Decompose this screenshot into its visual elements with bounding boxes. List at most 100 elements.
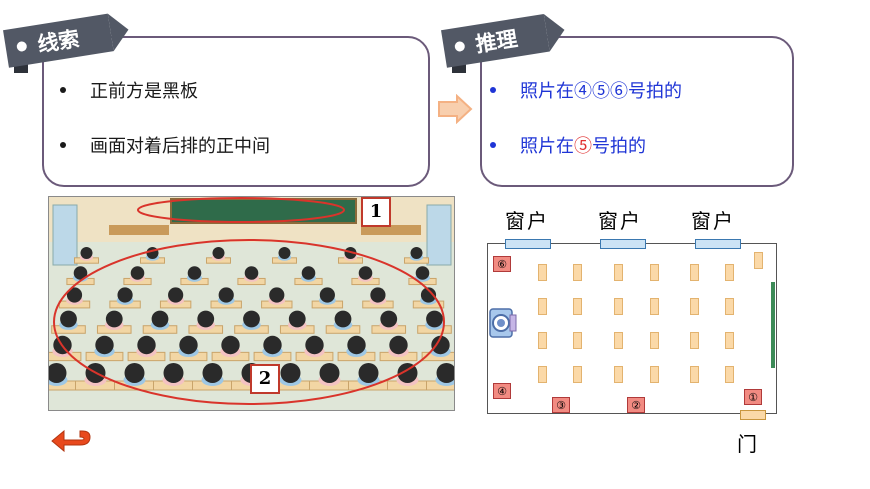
- desk: [573, 298, 582, 315]
- position-4: ④: [493, 383, 511, 399]
- student-head: [397, 363, 418, 383]
- window-label: 窗户: [598, 209, 642, 233]
- desk: [614, 366, 623, 383]
- student-head: [319, 363, 340, 383]
- position-3: ③: [552, 397, 570, 413]
- student-head: [124, 363, 145, 383]
- student-head: [344, 247, 357, 259]
- student-head: [319, 287, 335, 303]
- right-arrow-icon: [438, 94, 473, 124]
- student-head: [197, 310, 215, 328]
- door: [740, 410, 766, 420]
- student-head: [202, 363, 223, 383]
- position-6: ⑥: [493, 256, 511, 272]
- student-head: [95, 335, 114, 355]
- student-head: [278, 247, 291, 259]
- student-head: [431, 335, 450, 355]
- desk: [690, 366, 699, 383]
- reason-item: 照片在④⑤⑥号拍的: [490, 77, 682, 103]
- student-head: [420, 287, 437, 303]
- student-head: [389, 335, 408, 355]
- student-head: [146, 247, 159, 259]
- desk: [650, 298, 659, 315]
- clue-text: 画面对着后排的正中间: [90, 136, 270, 157]
- label-2: 2: [250, 364, 280, 394]
- student-head: [60, 310, 77, 328]
- student-head: [221, 335, 240, 355]
- desk: [690, 332, 699, 349]
- student-head: [288, 310, 306, 328]
- tag-fold: [14, 64, 28, 73]
- student-head: [370, 287, 386, 303]
- window: [600, 239, 646, 249]
- student-head: [280, 363, 301, 383]
- student-head: [218, 287, 234, 303]
- student-head: [243, 310, 260, 328]
- student-head: [269, 287, 285, 303]
- desk: [690, 298, 699, 315]
- clues-panel: [42, 36, 430, 187]
- bullet-dot-icon: [60, 87, 66, 93]
- tag-dot-icon: [454, 40, 466, 53]
- teacher-desk: [754, 252, 763, 269]
- desk: [538, 264, 547, 281]
- student-head: [73, 266, 88, 280]
- student-head: [137, 335, 156, 355]
- student-head: [168, 287, 184, 303]
- window: [505, 239, 551, 249]
- student-head: [334, 310, 352, 328]
- student-head: [130, 266, 145, 280]
- clues-tag-label: 线索: [35, 26, 82, 57]
- student-head: [263, 335, 282, 355]
- desk: [725, 332, 734, 349]
- student-head: [163, 363, 184, 383]
- desk: [538, 366, 547, 383]
- tag-fold: [452, 64, 466, 73]
- desk: [614, 264, 623, 281]
- desk: [614, 332, 623, 349]
- student-head: [85, 363, 106, 383]
- position-1: ①: [744, 389, 762, 405]
- student-head: [347, 335, 366, 355]
- tag-dot-icon: [16, 40, 28, 53]
- desk: [690, 264, 699, 281]
- clue-item: 画面对着后排的正中间: [60, 132, 270, 158]
- student-head: [212, 247, 225, 259]
- student-head: [151, 310, 169, 328]
- student-head: [244, 266, 259, 280]
- window-label: 窗户: [505, 209, 549, 233]
- blackboard-side: [771, 282, 775, 368]
- back-arrow-icon[interactable]: [50, 427, 94, 455]
- desk: [725, 366, 734, 383]
- desk: [538, 332, 547, 349]
- highlight-position: ⑤: [574, 136, 592, 157]
- student-head: [305, 335, 324, 355]
- student-head: [415, 266, 430, 280]
- reasoning-tag-label: 推理: [473, 26, 520, 57]
- bullet-dot-icon: [60, 142, 66, 148]
- student-head: [410, 247, 423, 259]
- student-head: [66, 287, 83, 303]
- student-head: [358, 363, 379, 383]
- desk: [573, 366, 582, 383]
- desk: [650, 366, 659, 383]
- reason-text: 照片在⑤号拍的: [520, 136, 646, 157]
- bullet-dot-icon: [490, 142, 496, 148]
- student-head: [358, 266, 373, 280]
- student-head: [380, 310, 398, 328]
- clue-text: 正前方是黑板: [90, 81, 198, 102]
- student-head: [80, 247, 93, 259]
- window: [695, 239, 741, 249]
- desk: [614, 298, 623, 315]
- desk: [650, 264, 659, 281]
- desk: [725, 264, 734, 281]
- bullet-dot-icon: [490, 87, 496, 93]
- desk: [650, 332, 659, 349]
- student-head: [179, 335, 198, 355]
- student-head: [53, 335, 72, 355]
- reason-text: 照片在④⑤⑥号拍的: [520, 81, 682, 102]
- camera-icon: [489, 308, 517, 338]
- door-label: 门: [737, 432, 757, 456]
- student-head: [426, 310, 443, 328]
- reason-item: 照片在⑤号拍的: [490, 132, 646, 158]
